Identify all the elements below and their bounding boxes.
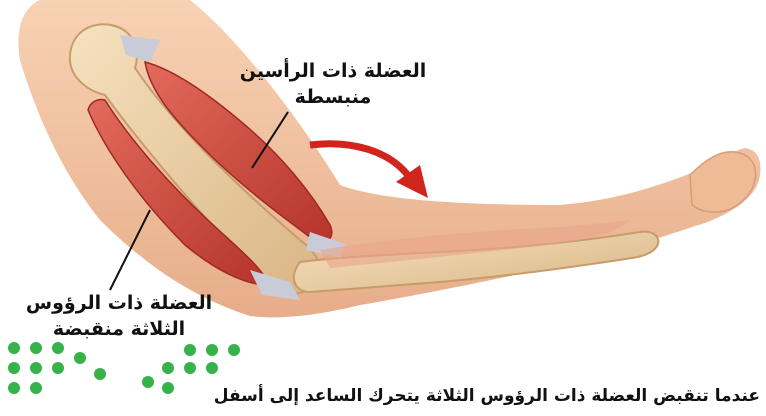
figure-caption: عندما تنقبض العضلة ذات الرؤوس الثلاثة يت… <box>20 386 760 406</box>
triceps-label: العضلة ذات الرؤوس الثلاثة منقبضة <box>4 290 234 342</box>
biceps-label-line-2: منبسطة <box>228 84 438 110</box>
hand <box>690 152 756 212</box>
biceps-label: العضلة ذات الرأسين منبسطة <box>228 58 438 110</box>
triceps-label-line-1: العضلة ذات الرؤوس <box>4 290 234 316</box>
biceps-label-line-1: العضلة ذات الرأسين <box>228 58 438 84</box>
